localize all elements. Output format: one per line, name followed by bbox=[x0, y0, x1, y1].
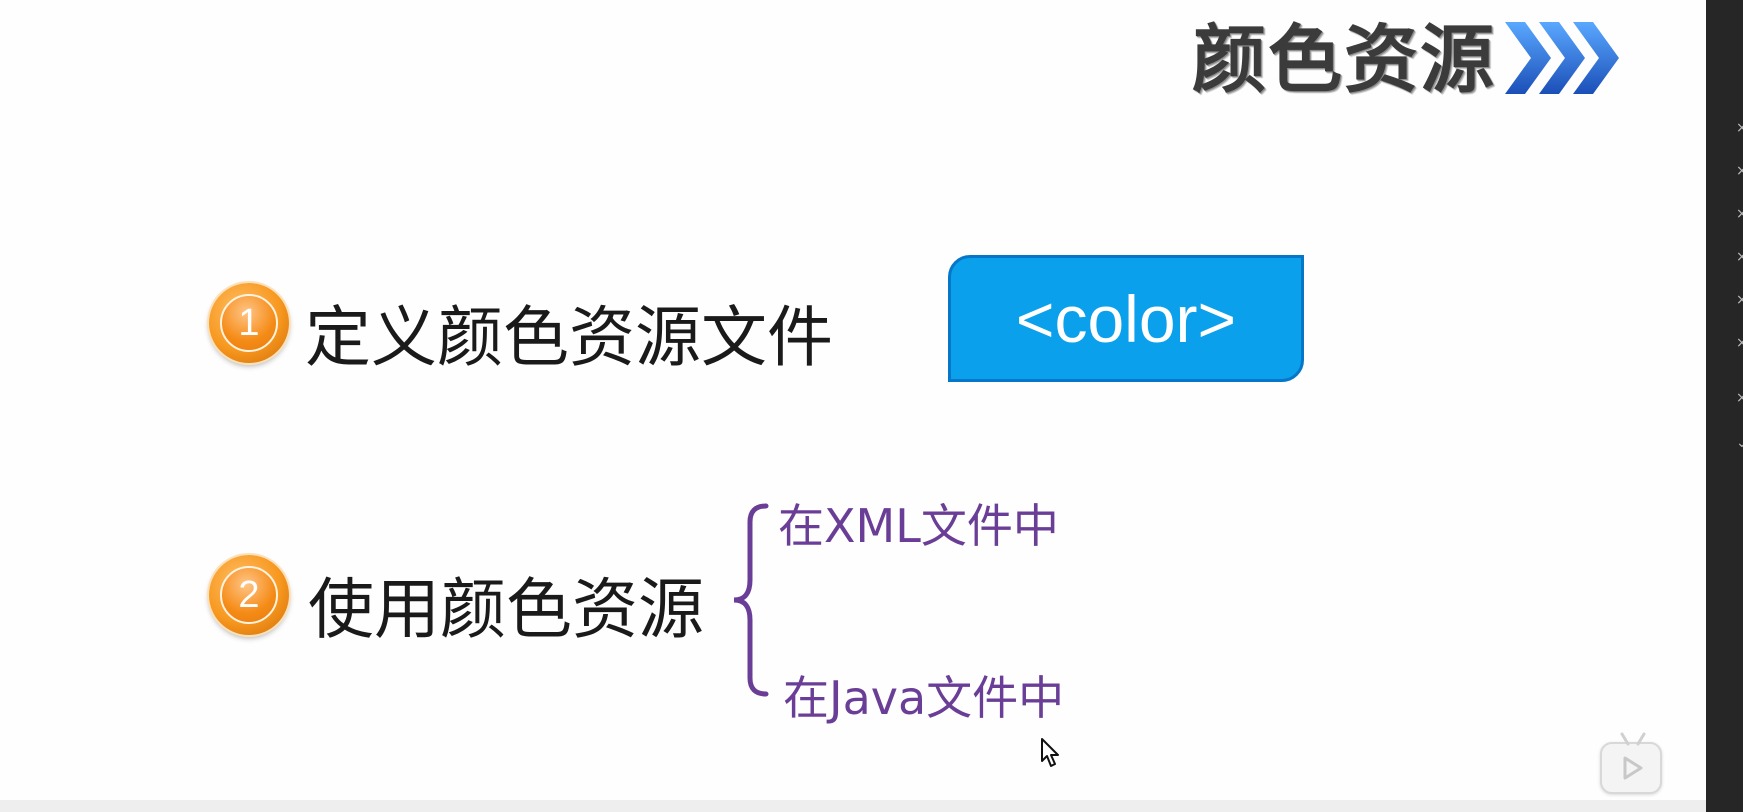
step-number: 2 bbox=[220, 566, 278, 624]
close-icon[interactable]: × bbox=[1736, 292, 1743, 308]
tv-antenna-icon bbox=[1620, 732, 1646, 746]
bilibili-play-icon[interactable] bbox=[1600, 732, 1662, 794]
close-icon[interactable]: × bbox=[1736, 335, 1743, 351]
close-icon[interactable]: × bbox=[1736, 390, 1743, 406]
step-number: 1 bbox=[220, 294, 278, 352]
slide-canvas: 颜色资源 1 定义颜色资源文件 <color> 2 使用颜色资源 在XML文件中… bbox=[209, 17, 1662, 794]
play-triangle-icon bbox=[1623, 756, 1643, 780]
close-icon[interactable]: × bbox=[1736, 206, 1743, 222]
bottom-band bbox=[0, 800, 1743, 812]
subitem-java: 在Java文件中 bbox=[783, 671, 1065, 725]
color-tag-box: <color> bbox=[948, 255, 1304, 382]
step-1-label: 定义颜色资源文件 bbox=[305, 299, 833, 376]
step-2-label: 使用颜色资源 bbox=[308, 571, 704, 648]
close-icon[interactable]: × bbox=[1736, 163, 1743, 179]
step-number-badge: 1 bbox=[209, 283, 289, 363]
triple-chevron-right-icon bbox=[1505, 22, 1619, 94]
subitem-xml: 在XML文件中 bbox=[778, 499, 1059, 553]
side-panel: × × × × × × × ⌄ bbox=[1706, 0, 1743, 812]
close-icon[interactable]: × bbox=[1736, 120, 1743, 136]
slide-title: 颜色资源 bbox=[1192, 17, 1496, 103]
chevron-down-icon[interactable]: ⌄ bbox=[1736, 435, 1743, 451]
step-number-badge: 2 bbox=[209, 555, 289, 635]
mouse-pointer-icon bbox=[1041, 738, 1059, 767]
close-icon[interactable]: × bbox=[1736, 249, 1743, 265]
curly-brace-icon bbox=[733, 503, 769, 697]
